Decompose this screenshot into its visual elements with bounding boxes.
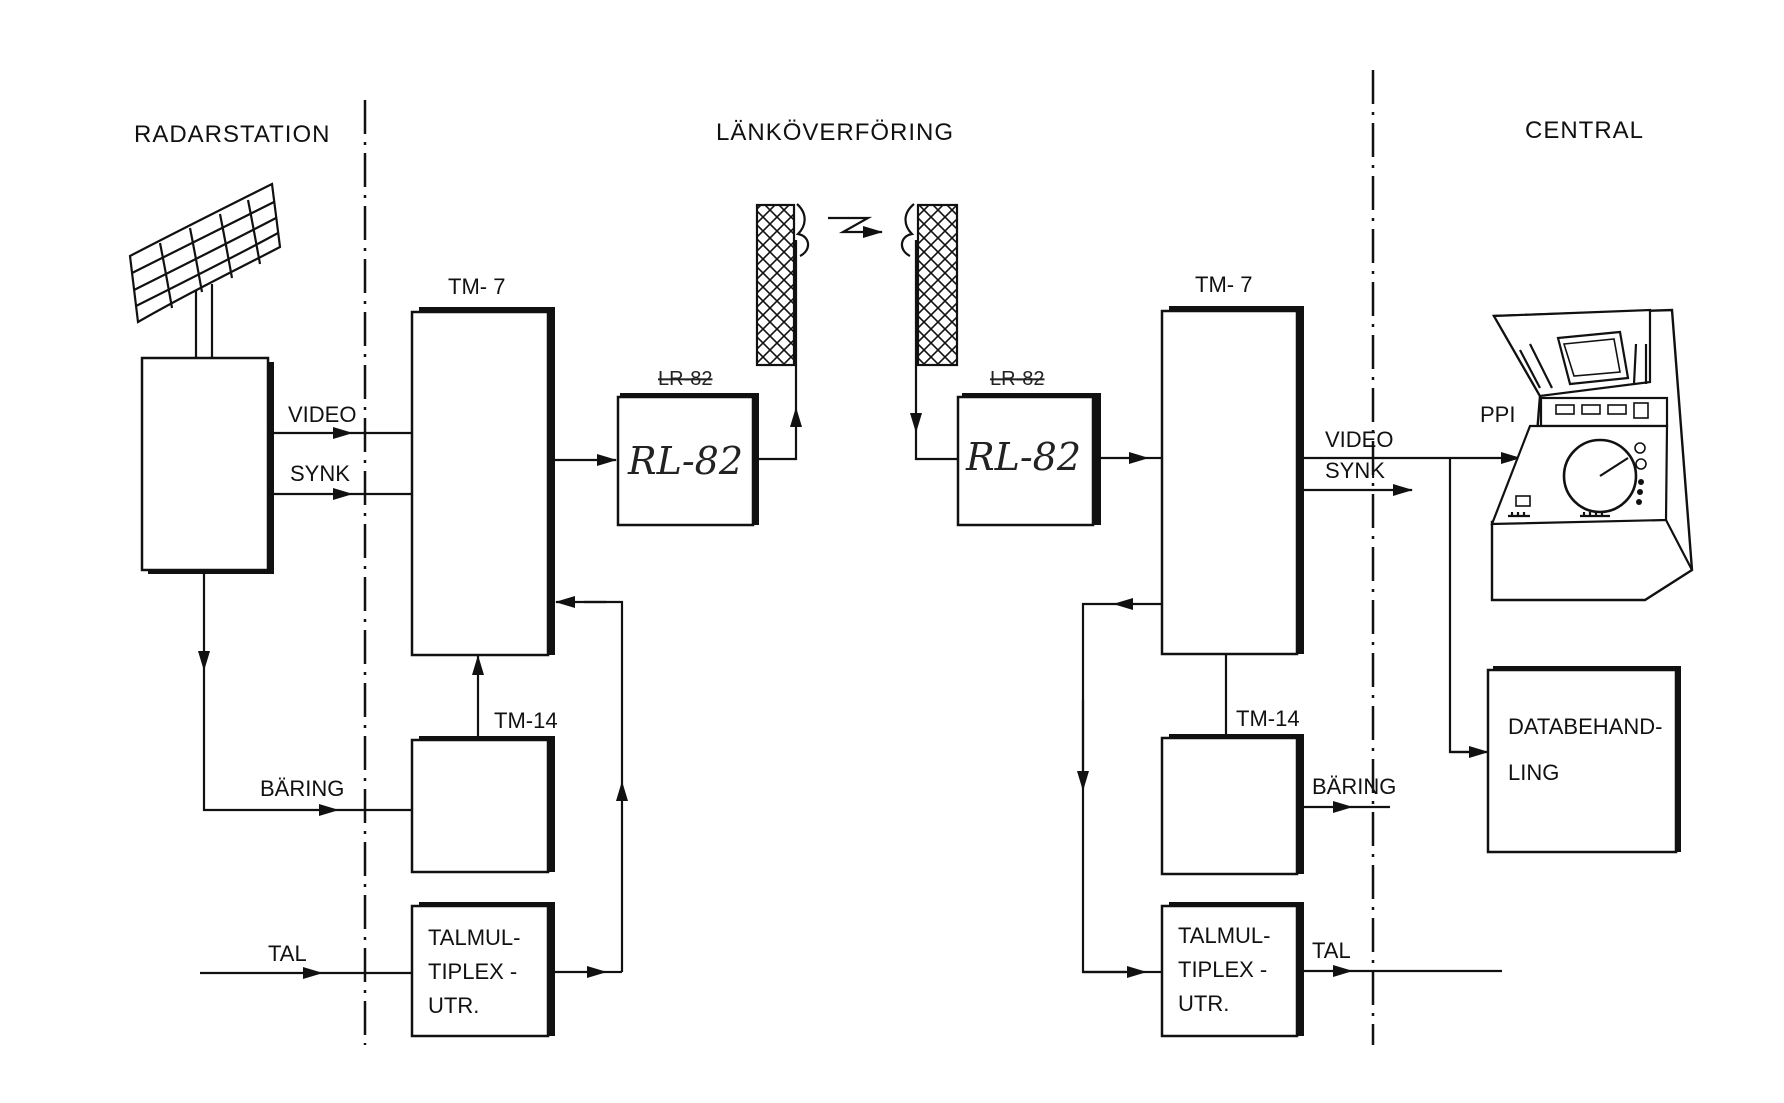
talmul-line2-right: TIPLEX - xyxy=(1178,957,1267,982)
label-video-left: VIDEO xyxy=(288,402,356,427)
rl82-box-left xyxy=(616,393,759,527)
talmul-line3-left: UTR. xyxy=(428,993,479,1018)
radio-link-icon xyxy=(828,216,883,238)
label-tal-right: TAL xyxy=(1312,938,1351,963)
talmul-line3-right: UTR. xyxy=(1178,991,1229,1016)
databehandling-box xyxy=(1486,666,1681,854)
label-lr82-left: LR-82 xyxy=(658,368,712,390)
label-baring-left: BÄRING xyxy=(260,776,344,801)
talmul-line1-right: TALMUL- xyxy=(1178,923,1271,948)
tm7-box-left xyxy=(410,307,555,657)
tm14-box-right xyxy=(1160,734,1304,876)
label-synk-left: SYNK xyxy=(290,461,350,486)
rl82-box-right xyxy=(956,393,1101,527)
header-lankoverforing: LÄNKÖVERFÖRING xyxy=(716,119,954,146)
talmultiplex-box-left xyxy=(410,902,555,1038)
link-mast-left-icon xyxy=(755,203,810,408)
talmul-line2-left: TIPLEX - xyxy=(428,959,517,984)
label-databehandling-line1: DATABEHAND- xyxy=(1508,714,1662,739)
header-central: CENTRAL xyxy=(1525,117,1644,144)
link-mast-right-icon xyxy=(900,203,959,367)
tm14-box-left xyxy=(410,736,555,874)
label-video-right: VIDEO xyxy=(1325,427,1393,452)
label-databehandling-line2: LING xyxy=(1508,760,1559,785)
label-tm7-left: TM- 7 xyxy=(448,274,505,299)
talmul-line1-left: TALMUL- xyxy=(428,925,521,950)
radar-unit-box xyxy=(140,356,274,574)
label-tal-left: TAL xyxy=(268,941,307,966)
radar-antenna-icon xyxy=(128,182,282,358)
label-tm14-left: TM-14 xyxy=(494,708,558,733)
tm7-box-right xyxy=(1160,306,1304,656)
label-synk-right: SYNK xyxy=(1325,458,1385,483)
ppi-console-icon xyxy=(1490,308,1694,602)
talmultiplex-box-right xyxy=(1160,902,1304,1038)
label-baring-right: BÄRING xyxy=(1312,774,1396,799)
label-tm14-right: TM-14 xyxy=(1236,706,1300,731)
label-rl82-right: RL-82 xyxy=(965,435,1081,479)
label-rl82-left: RL-82 xyxy=(627,439,743,483)
label-lr82-right: LR-82 xyxy=(990,368,1044,390)
label-ppi: PPI xyxy=(1480,402,1515,427)
label-tm7-right: TM- 7 xyxy=(1195,272,1252,297)
header-radarstation: RADARSTATION xyxy=(134,121,330,148)
rl82-to-mast-arrow-left xyxy=(753,407,802,461)
